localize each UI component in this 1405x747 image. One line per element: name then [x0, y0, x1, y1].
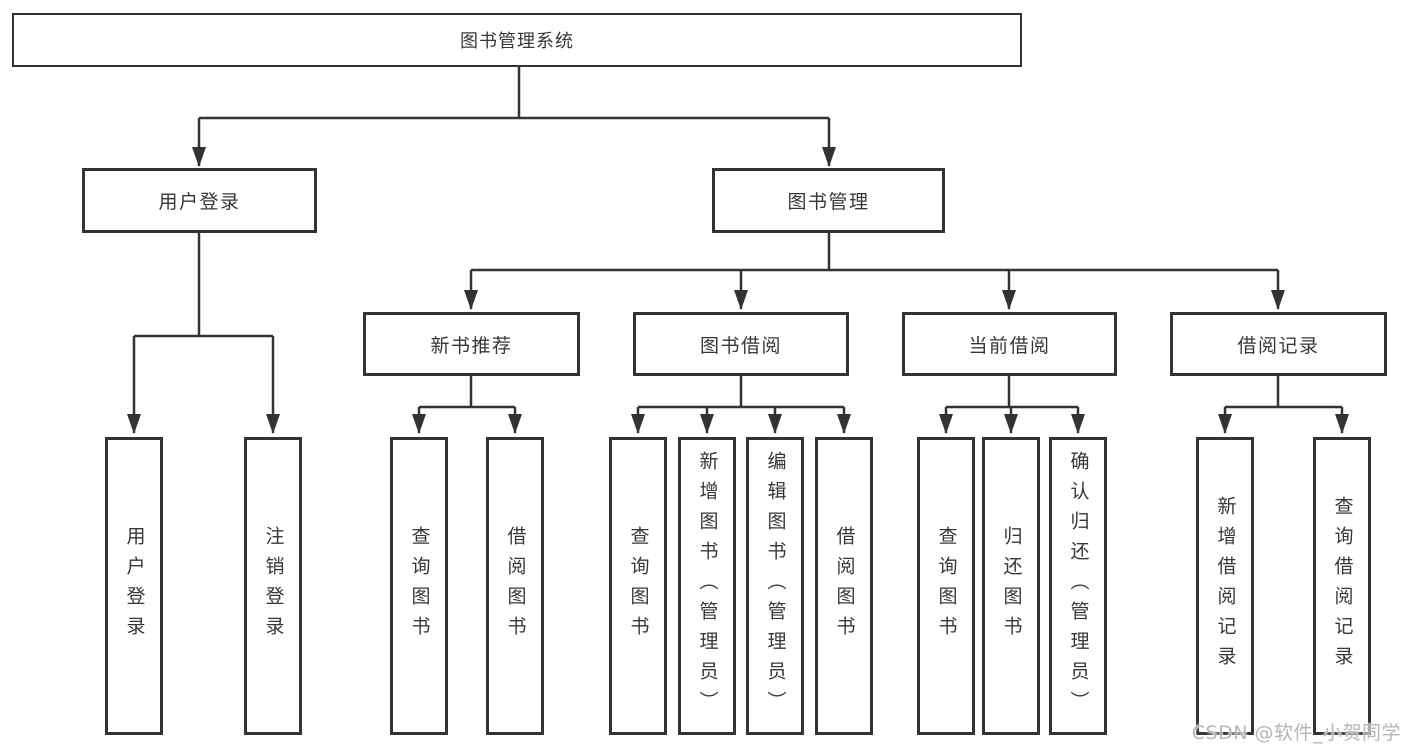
node-new-book-recommendation: 新书推荐	[363, 312, 580, 376]
leaf-borrow-books-recommend: 借阅图书	[486, 437, 544, 735]
leaf-confirm-return-admin: 确认归还（管理员）	[1049, 437, 1107, 735]
leaf-label: 用户登录	[123, 526, 146, 646]
leaf-add-borrow-record: 新增借阅记录	[1196, 437, 1254, 735]
node-library-management-system: 图书管理系统	[12, 13, 1022, 67]
csdn-watermark: CSDN @软件_小贺同学	[1191, 722, 1401, 744]
leaf-label: 归还图书	[1000, 526, 1023, 646]
node-current-borrowing: 当前借阅	[902, 312, 1117, 376]
leaf-label: 查询图书	[408, 526, 431, 646]
leaf-return-book: 归还图书	[982, 437, 1040, 735]
leaf-label: 编辑图书（管理员）	[764, 451, 787, 721]
leaf-label: 新增借阅记录	[1214, 496, 1237, 676]
leaf-query-books-borrow: 查询图书	[609, 437, 667, 735]
node-label: 当前借阅	[968, 334, 1051, 357]
node-book-borrowing: 图书借阅	[633, 312, 849, 376]
node-label: 新书推荐	[430, 334, 513, 357]
leaf-edit-book-admin: 编辑图书（管理员）	[746, 437, 804, 735]
leaf-borrow-books-borrow: 借阅图书	[815, 437, 873, 735]
node-label: 借阅记录	[1237, 334, 1320, 357]
leaf-add-book-admin: 新增图书（管理员）	[678, 437, 736, 735]
leaf-label: 新增图书（管理员）	[696, 451, 719, 721]
node-label: 图书管理	[787, 191, 870, 213]
node-borrowing-records: 借阅记录	[1170, 312, 1387, 376]
node-label: 图书借阅	[699, 334, 782, 357]
leaf-label: 查询借阅记录	[1331, 496, 1354, 676]
leaf-label: 注销登录	[262, 526, 285, 646]
leaf-query-borrow-record: 查询借阅记录	[1313, 437, 1371, 735]
leaf-label: 查询图书	[935, 526, 958, 646]
leaf-query-books-recommend: 查询图书	[390, 437, 448, 735]
leaf-label: 借阅图书	[833, 526, 856, 646]
node-book-management: 图书管理	[712, 168, 945, 233]
leaf-logout: 注销登录	[244, 437, 302, 735]
leaf-user-login: 用户登录	[105, 437, 163, 735]
leaf-label: 查询图书	[627, 526, 650, 646]
leaf-query-books-current: 查询图书	[917, 437, 975, 735]
leaf-label: 借阅图书	[504, 526, 527, 646]
node-label: 用户登录	[158, 191, 241, 213]
leaf-label: 确认归还（管理员）	[1067, 451, 1090, 721]
node-user-login: 用户登录	[82, 168, 317, 233]
node-label: 图书管理系统	[460, 31, 574, 52]
